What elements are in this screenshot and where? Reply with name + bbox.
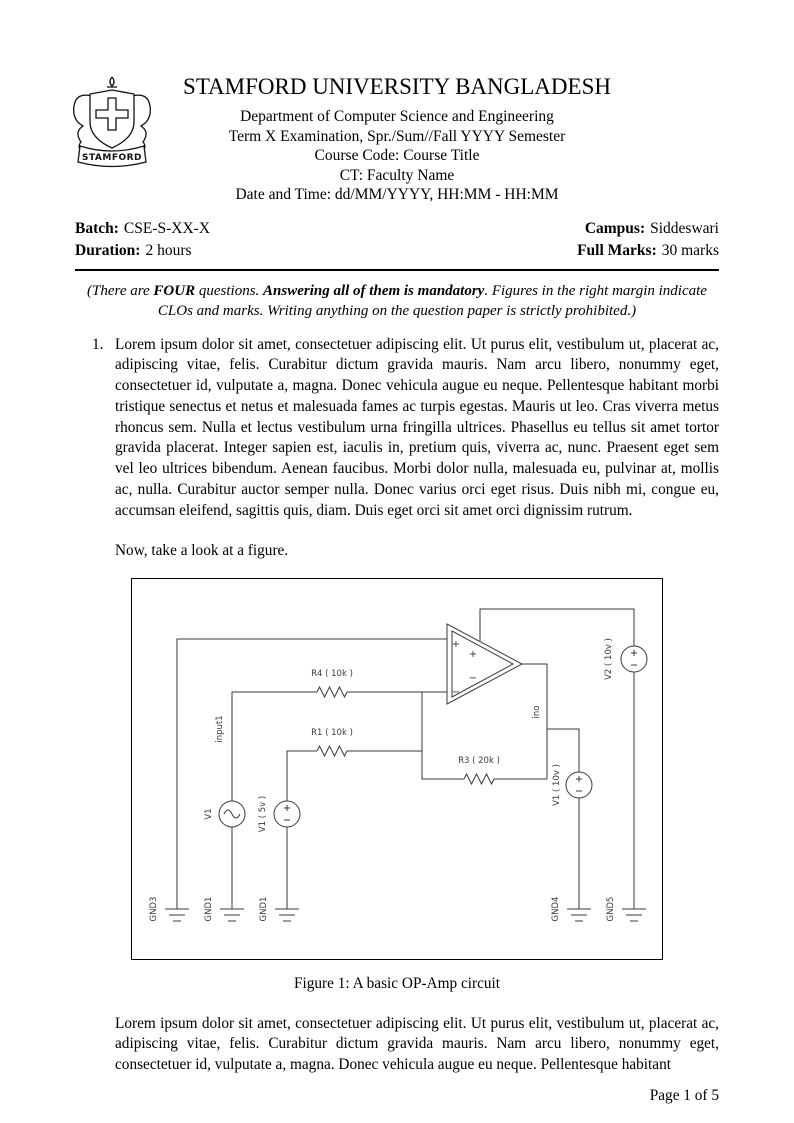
marks-field: Full Marks:30 marks	[577, 240, 719, 262]
crest-cross	[95, 97, 129, 131]
v1-10v-label: V1 ( 10v )	[552, 764, 562, 806]
ground-gnd4	[567, 908, 591, 922]
exam-meta: Batch:CSE-S-XX-X Campus:Siddeswari Durat…	[75, 218, 719, 262]
gnd5-label: GND5	[606, 896, 616, 921]
crest-mantling-left	[73, 94, 93, 153]
source-v1-10v	[565, 771, 593, 799]
instructions-seg-3: . Figures in the right margin indicate C…	[157, 282, 707, 319]
campus-field: Campus:Siddeswari	[585, 218, 719, 240]
r3-label: R3 ( 20k )	[458, 756, 500, 766]
crest-banner-text: STAMFORD	[82, 153, 142, 163]
source-v2-10v	[620, 645, 648, 673]
resistor-r4	[316, 685, 348, 698]
instructions-bold-mandatory: Answering all of them is mandatory	[263, 282, 485, 299]
input1-label: input1	[215, 715, 225, 742]
meta-row-1: Batch:CSE-S-XX-X Campus:Siddeswari	[75, 218, 719, 240]
duration-label: Duration:	[75, 241, 141, 259]
marks-label: Full Marks:	[577, 241, 657, 259]
figure-intro-text: Now, take a look at a figure.	[115, 541, 289, 559]
opamp-circuit-schematic: + + − −	[149, 608, 648, 922]
v1-label: V1	[204, 808, 214, 819]
campus-value: Siddeswari	[650, 219, 719, 237]
header-divider	[75, 268, 719, 271]
gnd1-b-label: GND1	[259, 896, 269, 921]
v2-10v-label: V2 ( 10v )	[604, 638, 614, 680]
instructions-bold-four: FOUR	[153, 282, 196, 299]
university-name: STAMFORD UNIVERSITY BANGLADESH	[183, 74, 611, 99]
question-number: 1.	[92, 335, 104, 353]
crest-top-ornament	[107, 76, 117, 88]
term-line: Term X Examination, Spr./Sum//Fall YYYY …	[228, 127, 566, 145]
duration-field: Duration:2 hours	[75, 240, 192, 262]
ground-gnd3	[165, 908, 189, 922]
batch-label: Batch:	[75, 219, 119, 237]
question-text: Lorem ipsum dolor sit amet, consectetuer…	[115, 335, 719, 519]
source-v1	[218, 800, 246, 828]
source-v1-5v	[273, 800, 301, 828]
resistor-r3	[463, 772, 495, 785]
meta-row-2: Duration:2 hours Full Marks:30 marks	[75, 240, 719, 262]
ino-label: ino	[532, 705, 542, 718]
marks-value: 30 marks	[661, 241, 719, 259]
v1-5v-label: V1 ( 5v )	[258, 795, 268, 831]
crest-mantling-right	[131, 94, 151, 153]
resistor-r1	[316, 744, 348, 757]
campus-label: Campus:	[584, 219, 646, 237]
ground-gnd1-b	[275, 908, 299, 922]
r4-label: R4 ( 10k )	[311, 669, 353, 679]
after-figure-paragraph: Lorem ipsum dolor sit amet, consectetuer…	[115, 1014, 719, 1074]
opamp-symbol: + + − −	[446, 622, 524, 705]
batch-field: Batch:CSE-S-XX-X	[75, 218, 210, 240]
instructions-note: (There are FOUR questions. Answering all…	[69, 281, 725, 321]
gnd4-label: GND4	[551, 896, 561, 921]
opamp-plus-inner: +	[469, 649, 477, 660]
batch-value: CSE-S-XX-X	[123, 219, 211, 237]
university-logo: STAMFORD	[73, 76, 151, 168]
datetime-line: Date and Time: dd/MM/YYYY, HH:MM - HH:MM	[235, 186, 559, 203]
crest-banner	[77, 145, 147, 168]
instructions-seg-1: (There are	[87, 282, 154, 299]
opamp-minus-inner: −	[469, 673, 477, 684]
exam-header: STAMFORD UNIVERSITY BANGLADESH Departmen…	[0, 0, 794, 205]
opamp-plus-outer: +	[452, 639, 460, 650]
duration-value: 2 hours	[145, 241, 192, 259]
ground-gnd5	[622, 908, 646, 922]
instructions-seg-2: questions.	[195, 282, 264, 299]
r1-label: R1 ( 10k )	[311, 728, 353, 738]
gnd1-a-label: GND1	[204, 896, 214, 921]
circuit-figure: + + − −	[131, 577, 663, 960]
figure-caption: Figure 1: A basic OP-Amp circuit	[293, 974, 501, 992]
gnd3-label: GND3	[149, 896, 159, 921]
question-1: 1. Lorem ipsum dolor sit amet, consectet…	[92, 335, 719, 522]
ct-line: CT: Faculty Name	[339, 166, 455, 184]
ground-gnd1-a	[220, 908, 244, 922]
opamp-minus-outer: −	[452, 687, 460, 698]
course-line: Course Code: Course Title	[314, 147, 480, 164]
circuit-wires	[176, 608, 635, 909]
department-line: Department of Computer Science and Engin…	[240, 108, 554, 125]
page-number: Page 1 of 5	[649, 1087, 719, 1104]
